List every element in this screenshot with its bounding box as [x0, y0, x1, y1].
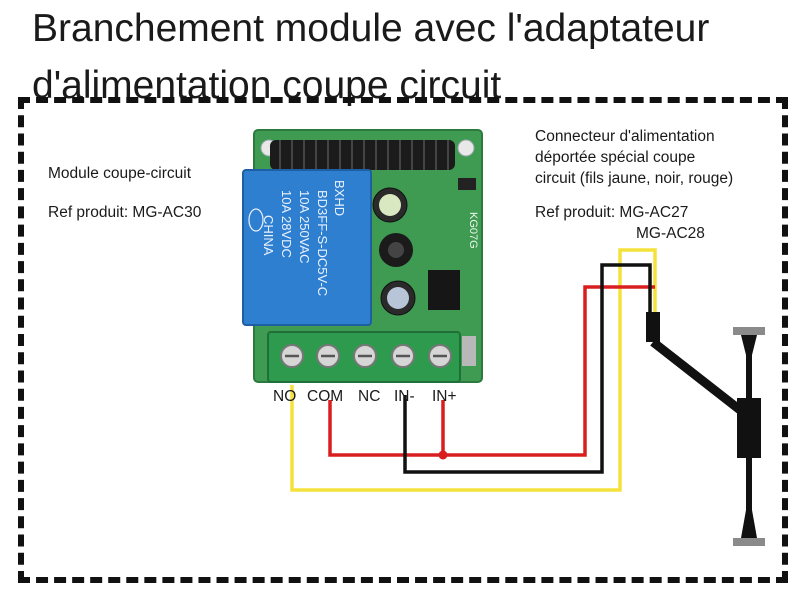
antenna-coil-icon: [270, 140, 455, 170]
relay-text-3: 10A 28VDC: [279, 190, 294, 258]
relay-text-2: 10A 250VAC: [297, 190, 312, 263]
terminal-label-in-plus: IN+: [432, 388, 457, 405]
mounting-hole-icon: [457, 139, 475, 157]
relay-text-1: BD3FF-S-DC5V-C: [315, 190, 330, 296]
terminal-label-no: NO: [273, 388, 297, 405]
title-line-1: Branchement module avec l'adaptateur: [32, 7, 710, 50]
black-wire: [403, 263, 652, 474]
connector-desc-line-1: Connecteur d'alimentation: [535, 128, 715, 145]
terminal-label-com: COM: [307, 388, 344, 405]
connector-desc-line-2: déportée spécial coupe: [535, 149, 696, 166]
relay-brand: BXHD: [332, 180, 347, 216]
yellow-wire: [290, 248, 657, 492]
page-title: Branchement module avec l'adaptateur d'a…: [32, 0, 800, 114]
power-connector-icon: [646, 312, 765, 546]
red-wire: [328, 285, 655, 457]
relay-component: BXHD BD3FF-S-DC5V-C 10A 250VAC 10A 28VDC…: [242, 169, 372, 326]
smd-component-icon: [458, 178, 476, 190]
module-name-label: Module coupe-circuit: [48, 165, 192, 182]
ic-chip-icon: [428, 270, 460, 310]
resistor-icon: [462, 336, 476, 366]
dashed-frame: [18, 97, 788, 583]
terminal-label-in-minus: IN-: [394, 388, 415, 405]
relay-text-4: CHINA: [261, 215, 276, 256]
red-wire-junction: [438, 450, 448, 460]
board-text: KG07G: [467, 212, 479, 249]
connector-desc-line-3: circuit (fils jaune, noir, rouge): [535, 170, 734, 187]
terminal-label-nc: NC: [358, 388, 381, 405]
module-ref-label: Ref produit: MG-AC30: [48, 204, 202, 221]
connector-ref-label-2: MG-AC28: [636, 225, 705, 242]
cqc-mark-icon: [248, 208, 264, 232]
terminal-block: [267, 331, 461, 383]
connector-ref-label-1: Ref produit: MG-AC27: [535, 204, 689, 221]
